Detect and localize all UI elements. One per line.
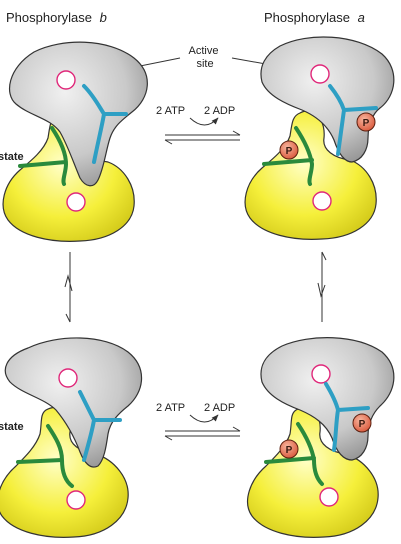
svg-text:P: P: [363, 118, 370, 129]
active-site-circle: [58, 368, 78, 388]
enzyme-b-top: [2, 41, 148, 242]
phosphate-badge: P: [352, 413, 372, 433]
vertical-equilibrium-right: [317, 251, 327, 322]
active-site-circle: [56, 70, 76, 90]
upper-subunit: [260, 337, 395, 461]
enzyme-a-bottom: P P: [247, 337, 395, 538]
lower-site-circle: [66, 490, 86, 510]
green-helix: [16, 424, 74, 488]
atp-label-top: 2 ATP: [156, 105, 185, 117]
atp-label-bottom: 2 ATP: [156, 402, 185, 414]
state-label-top: state: [0, 151, 24, 163]
upper-subunit: [4, 337, 143, 468]
curved-arrow-icon: [189, 117, 219, 126]
lower-site-circle: [312, 191, 332, 211]
active-site-circle: [310, 64, 330, 84]
phosphate-badge: P: [279, 140, 299, 160]
reaction-top: 2 ATP 2 ADP: [156, 105, 241, 145]
blue-helix: [324, 382, 370, 452]
upper-subunit: [8, 41, 148, 187]
active-site-label: Active site: [188, 45, 221, 70]
green-helix: [262, 126, 315, 186]
state-label-bottom: state: [0, 421, 24, 433]
title-phosphorylase-b: Phosphorylase b: [6, 10, 107, 25]
green-helix: [264, 422, 324, 486]
upper-subunit: [260, 36, 395, 163]
svg-text:P: P: [359, 419, 366, 430]
blue-helix: [78, 390, 122, 462]
adp-label-bottom: 2 ADP: [204, 402, 235, 414]
enzyme-a-top: P P: [244, 36, 395, 240]
reaction-bottom: 2 ATP 2 ADP: [156, 402, 241, 441]
svg-text:P: P: [286, 445, 293, 456]
adp-label-top: 2 ADP: [204, 105, 235, 117]
lower-site-circle: [319, 487, 339, 507]
phosphate-badge: P: [356, 112, 376, 132]
green-helix: [18, 126, 69, 186]
lower-site-circle: [66, 192, 86, 212]
blue-helix: [82, 84, 128, 164]
enzyme-b-bottom: [0, 337, 143, 538]
title-phosphorylase-a: Phosphorylase a: [264, 10, 365, 25]
active-site-circle: [311, 364, 331, 384]
vertical-equilibrium-left: [64, 252, 73, 323]
phosphate-badge: P: [279, 439, 299, 459]
curved-arrow-icon: [189, 414, 219, 423]
blue-helix: [328, 84, 378, 156]
svg-text:P: P: [286, 146, 293, 157]
